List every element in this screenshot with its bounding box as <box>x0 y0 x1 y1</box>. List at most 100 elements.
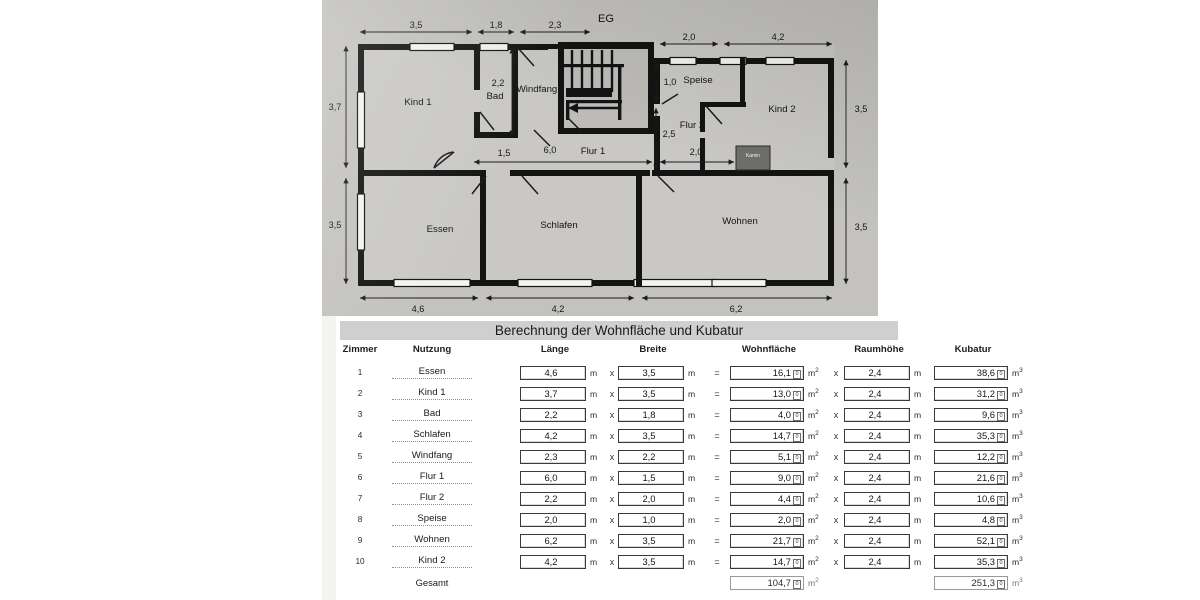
unit-m3: m3 <box>1012 493 1023 504</box>
laenge-field[interactable]: 6,0 <box>520 470 586 485</box>
breite-field[interactable]: 2,2 <box>618 449 684 464</box>
breite-field[interactable]: 3,5 <box>618 365 684 380</box>
spinner-icon[interactable]: 0 <box>997 432 1005 442</box>
calculation-table: Zimmer Nutzung Länge Breite Wohnfläche R… <box>330 344 1032 593</box>
raumhoehe-value: 2,4 <box>868 555 882 567</box>
spinner-icon[interactable]: 0 <box>793 537 801 547</box>
operator-times: x <box>833 451 839 462</box>
spinner-icon[interactable]: 0 <box>793 474 801 484</box>
raumhoehe-value: 2,4 <box>868 513 882 525</box>
laenge-field[interactable]: 2,2 <box>520 491 586 506</box>
raumhoehe-field[interactable]: 2,4 <box>844 554 910 569</box>
spinner-icon[interactable]: 0 <box>997 516 1005 526</box>
raumhoehe-field[interactable]: 2,4 <box>844 386 910 401</box>
breite-field[interactable]: 3,5 <box>618 554 684 569</box>
raumhoehe-field[interactable]: 2,4 <box>844 512 910 527</box>
spinner-icon[interactable]: 0 <box>793 558 801 568</box>
raumhoehe-field[interactable]: 2,4 <box>844 491 910 506</box>
spinner-icon[interactable]: 0 <box>793 516 801 526</box>
raumhoehe-field[interactable]: 2,4 <box>844 365 910 380</box>
spinner-icon[interactable]: 0 <box>997 537 1005 547</box>
spinner-icon[interactable]: 0 <box>997 474 1005 484</box>
breite-field[interactable]: 3,5 <box>618 386 684 401</box>
nutzung-field[interactable]: Speise <box>390 509 474 530</box>
spinner-icon[interactable]: 0 <box>997 411 1005 421</box>
dim-bottom-1: 4,6 <box>412 304 425 314</box>
raumhoehe-field[interactable]: 2,4 <box>844 449 910 464</box>
breite-field[interactable]: 3,5 <box>618 428 684 443</box>
spinner-icon[interactable]: 0 <box>997 369 1005 379</box>
nutzung-field[interactable]: Essen <box>390 362 474 383</box>
spinner-icon[interactable]: 0 <box>997 495 1005 505</box>
total-kubatur-field[interactable]: 251,3 0 <box>934 575 1008 590</box>
spinner-icon[interactable]: 0 <box>793 495 801 505</box>
laenge-field[interactable]: 2,0 <box>520 512 586 527</box>
laenge-field[interactable]: 3,7 <box>520 386 586 401</box>
nutzung-field[interactable]: Bad <box>390 404 474 425</box>
spinner-icon[interactable]: 0 <box>793 453 801 463</box>
breite-field[interactable]: 1,8 <box>618 407 684 422</box>
laenge-field[interactable]: 4,2 <box>520 428 586 443</box>
unit-m3: m3 <box>1012 430 1023 441</box>
laenge-field[interactable]: 2,3 <box>520 449 586 464</box>
spinner-icon[interactable]: 0 <box>997 390 1005 400</box>
raumhoehe-field[interactable]: 2,4 <box>844 470 910 485</box>
breite-field[interactable]: 2,0 <box>618 491 684 506</box>
nutzung-field[interactable]: Wohnen <box>390 530 474 551</box>
total-label: Gesamt <box>415 577 449 588</box>
laenge-field[interactable]: 4,6 <box>520 365 586 380</box>
nutzung-value: Flur 1 <box>419 471 445 482</box>
raumhoehe-field[interactable]: 2,4 <box>844 407 910 422</box>
nutzung-field[interactable]: Schlafen <box>390 425 474 446</box>
spinner-icon[interactable]: 0 <box>997 579 1005 589</box>
dim-inner-2-0: 2,0 <box>690 147 703 157</box>
nutzung-field[interactable]: Windfang <box>390 446 474 467</box>
spinner-icon[interactable]: 0 <box>793 579 801 589</box>
total-wohnflaeche-field[interactable]: 104,7 0 <box>730 575 804 590</box>
spinner-icon[interactable]: 0 <box>793 390 801 400</box>
laenge-field[interactable]: 2,2 <box>520 407 586 422</box>
nutzung-field[interactable]: Flur 1 <box>390 467 474 488</box>
nutzung-field[interactable]: Kind 1 <box>390 383 474 404</box>
breite-field[interactable]: 1,5 <box>618 470 684 485</box>
nutzung-field[interactable]: Kind 2 <box>390 551 474 572</box>
raumhoehe-field[interactable]: 2,4 <box>844 428 910 443</box>
nutzung-underline <box>392 546 472 547</box>
laenge-field[interactable]: 4,2 <box>520 554 586 569</box>
plan-title: EG <box>598 13 614 25</box>
nutzung-field[interactable]: Flur 2 <box>390 488 474 509</box>
raumhoehe-value: 2,4 <box>868 429 882 441</box>
spinner-icon[interactable]: 0 <box>997 558 1005 568</box>
spinner-icon[interactable]: 0 <box>793 411 801 421</box>
breite-field[interactable]: 3,5 <box>618 533 684 548</box>
breite-value: 3,5 <box>642 366 656 378</box>
laenge-field[interactable]: 6,2 <box>520 533 586 548</box>
breite-field[interactable]: 1,0 <box>618 512 684 527</box>
spinner-icon[interactable]: 0 <box>793 432 801 442</box>
spinner-icon[interactable]: 0 <box>997 453 1005 463</box>
raumhoehe-field[interactable]: 2,4 <box>844 533 910 548</box>
spinner-icon[interactable]: 0 <box>793 369 801 379</box>
kamin-block: Kamin <box>735 145 771 171</box>
